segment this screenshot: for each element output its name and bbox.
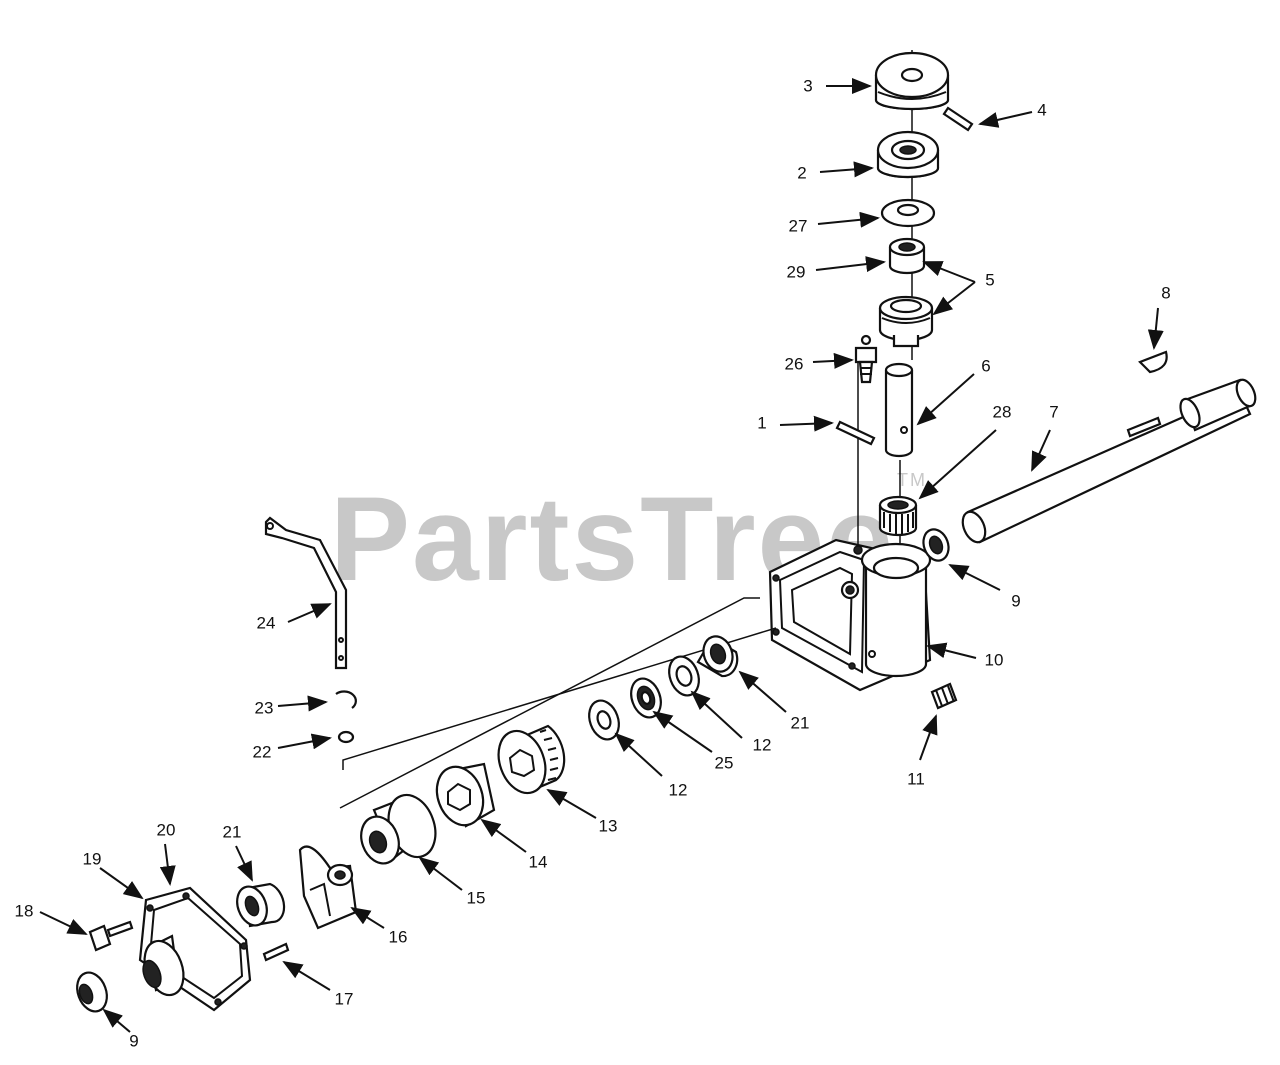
callout-8: 8 [1161, 283, 1171, 303]
callout-14: 14 [528, 852, 548, 872]
cone-part-15 [360, 793, 437, 865]
grease-fitting-part-26 [854, 334, 878, 384]
key-part-4 [942, 106, 974, 132]
housing-part-10 [768, 538, 932, 692]
callout-23: 23 [254, 698, 274, 718]
needle-bearing-part-28 [878, 495, 918, 537]
callout-4: 4 [1037, 100, 1047, 120]
pin-part-17 [262, 942, 290, 962]
callout-12-left: 12 [668, 780, 688, 800]
callout-24: 24 [256, 613, 276, 633]
callout-10: 10 [984, 650, 1004, 670]
callout-21-right: 21 [790, 713, 810, 733]
callout-29: 29 [786, 262, 806, 282]
washer-part-27 [880, 198, 936, 228]
callout-26: 26 [784, 354, 804, 374]
callout-13: 13 [598, 816, 618, 836]
callout-16: 16 [388, 927, 408, 947]
collar-part-5 [878, 295, 934, 348]
thrust-bearing-part-25 [630, 677, 662, 719]
leader-lines [39, 78, 1164, 1033]
washer-part-12-right [668, 655, 700, 697]
bushing-part-21-right [696, 635, 739, 678]
callout-27: 27 [788, 216, 808, 236]
callout-19: 19 [82, 849, 102, 869]
callout-9-right: 9 [1011, 591, 1021, 611]
washer-part-12-left [588, 699, 620, 741]
callout-7: 7 [1049, 402, 1059, 422]
callout-12-right: 12 [752, 735, 772, 755]
clutch-part-14 [435, 762, 496, 828]
callout-3: 3 [803, 76, 813, 96]
roll-pin-part-1 [835, 420, 876, 446]
seal-part-9-left [76, 971, 108, 1013]
shaft-part-6 [884, 362, 914, 458]
axle-part-7 [961, 378, 1257, 544]
e-clip-part-23 [335, 690, 357, 709]
callout-20: 20 [156, 820, 176, 840]
key-part-8 [1138, 350, 1168, 374]
callout-21-left: 21 [222, 822, 242, 842]
bolt-part-18 [88, 920, 134, 952]
cover-part-20 [138, 886, 252, 1012]
callout-9-left: 9 [129, 1031, 139, 1051]
set-screw-part-11 [930, 682, 958, 710]
callout-28: 28 [992, 402, 1012, 422]
pulley-part-3 [874, 51, 950, 111]
callout-11: 11 [907, 769, 925, 789]
ring-part-22 [337, 730, 355, 744]
bushing-part-29 [888, 237, 926, 275]
callout-2: 2 [797, 163, 807, 183]
callout-5: 5 [985, 270, 995, 290]
callout-22: 22 [252, 742, 272, 762]
shift-arm-part-24 [264, 516, 348, 670]
callout-18: 18 [14, 901, 34, 921]
callout-17: 17 [334, 989, 354, 1009]
callout-15: 15 [466, 888, 486, 908]
shift-fork-part-16 [298, 845, 358, 930]
gear-part-13 [497, 724, 566, 795]
callout-6: 6 [981, 356, 991, 376]
callout-1: 1 [757, 413, 767, 433]
bushing-part-21-left [236, 882, 286, 928]
callout-25: 25 [714, 753, 734, 773]
seal-part-9-right [922, 528, 950, 562]
bearing-part-2 [876, 130, 940, 179]
